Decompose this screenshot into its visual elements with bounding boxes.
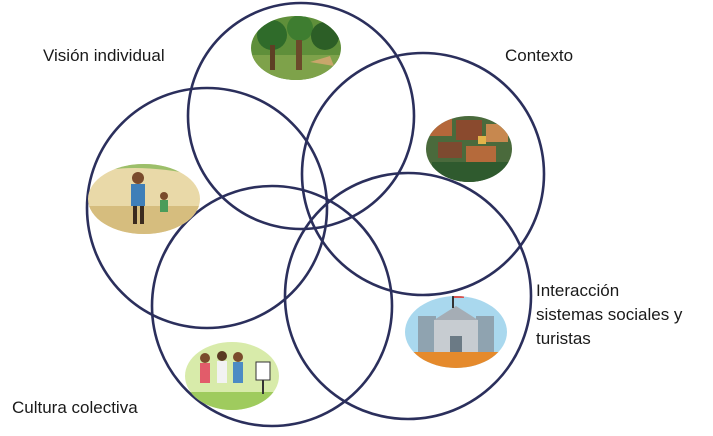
city-aerial-image <box>426 116 512 182</box>
label-interaccion-line-1: Interacción <box>536 281 620 300</box>
label-interaccion: Interacción sistemas sociales y turistas <box>536 279 682 351</box>
circle-bottom-left <box>150 184 394 428</box>
label-contexto: Contexto <box>505 46 574 65</box>
circle-right <box>300 51 546 297</box>
label-interaccion-line-3: turistas <box>536 329 591 348</box>
label-vision-individual: Visión individual <box>43 46 165 65</box>
label-interaccion-line-2: sistemas sociales y <box>536 305 683 324</box>
circle-left <box>85 86 329 330</box>
forest-scene-image <box>251 16 341 80</box>
building-scene-image <box>405 296 507 368</box>
label-cultura-colectiva: Cultura colectiva <box>12 398 138 417</box>
circle-top <box>186 1 416 231</box>
circle-bottom-right <box>283 171 533 421</box>
